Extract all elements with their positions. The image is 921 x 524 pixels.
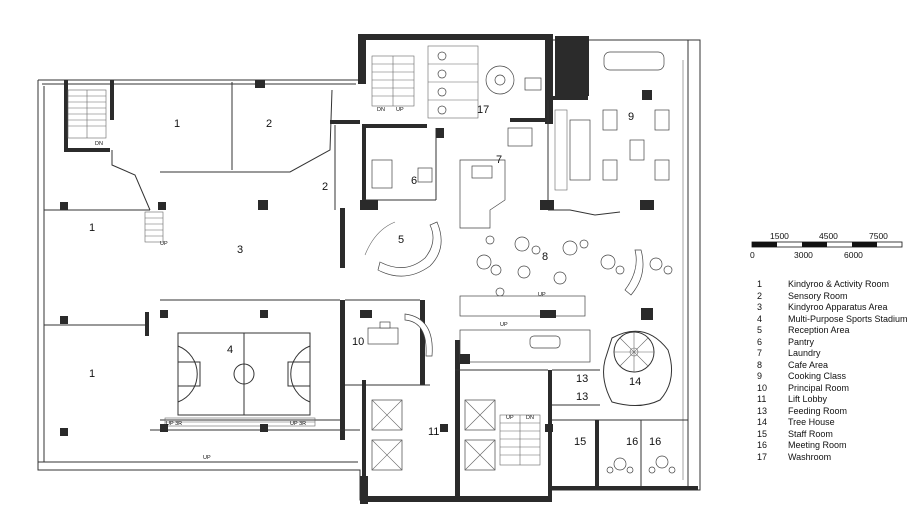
svg-text:UP: UP xyxy=(160,241,168,247)
room-label-13: 13 xyxy=(576,391,588,403)
cooking-class-furniture xyxy=(554,51,670,191)
legend-room-name: Cafe Area xyxy=(788,359,829,370)
svg-text:DN: DN xyxy=(377,107,385,113)
legend-room-name: Pantry xyxy=(788,336,815,347)
legend-number: 13 xyxy=(757,405,768,416)
svg-text:DN: DN xyxy=(95,141,103,147)
legend-number: 9 xyxy=(757,371,763,381)
legend-number: 3 xyxy=(757,302,763,312)
room-label-10: 10 xyxy=(352,336,364,348)
legend-room-name: Meeting Room xyxy=(788,440,847,450)
legend-number: 5 xyxy=(757,325,763,335)
legend-room-name: Cooking Class xyxy=(788,371,847,381)
legend-number: 14 xyxy=(757,417,768,427)
room-label-2: 2 xyxy=(266,118,272,130)
scale-tick-label: 4500 xyxy=(819,231,838,241)
scale-tick-label: 6000 xyxy=(844,250,863,260)
legend-room-name: Kindyroo Apparatus Area xyxy=(788,302,888,312)
room-label-9: 9 xyxy=(628,111,634,123)
legend-number: 6 xyxy=(757,336,763,347)
legend-number: 2 xyxy=(757,290,763,301)
svg-text:UP 3R: UP 3R xyxy=(290,421,306,427)
scale-tick-label: 1500 xyxy=(770,231,789,241)
room-label-16: 16 xyxy=(626,436,638,448)
room-label-1: 1 xyxy=(89,368,95,380)
legend-number: 4 xyxy=(757,313,763,324)
room-label-5: 5 xyxy=(398,234,404,246)
meeting-room-furniture xyxy=(606,455,676,474)
principal-room-furniture xyxy=(367,313,433,357)
reception-desk xyxy=(364,221,442,277)
svg-text:UP: UP xyxy=(506,415,514,421)
legend-room-name: Sensory Room xyxy=(788,290,848,301)
cafe-counter xyxy=(459,295,591,363)
room-label-11: 11 xyxy=(428,426,439,438)
sports-court xyxy=(177,332,311,416)
room-label-14: 14 xyxy=(629,376,641,388)
legend-room-name: Laundry xyxy=(788,348,821,358)
svg-text:UP: UP xyxy=(500,322,508,328)
building-walls xyxy=(37,34,701,504)
legend-number: 17 xyxy=(757,451,768,462)
room-label-16: 16 xyxy=(649,436,661,448)
legend-room-name: Tree House xyxy=(788,417,835,427)
room-label-15: 15 xyxy=(574,436,586,448)
room-label-8: 8 xyxy=(542,251,548,263)
room-number-labels: 1 2 2 1 3 1 4 5 6 7 8 9 10 11 13 13 14 1… xyxy=(89,104,661,448)
scale-tick-label: 7500 xyxy=(869,231,888,241)
svg-text:UP: UP xyxy=(538,292,546,298)
svg-text:UP: UP xyxy=(203,455,211,461)
legend-number: 10 xyxy=(757,382,768,393)
laundry-fixtures xyxy=(459,127,533,229)
washroom-fixtures xyxy=(427,45,542,119)
room-label-7: 7 xyxy=(496,154,502,166)
legend-number: 1 xyxy=(757,279,763,289)
legend-room-name: Principal Room xyxy=(788,382,850,393)
room-label-3: 3 xyxy=(237,244,243,256)
room-label-4: 4 xyxy=(227,344,233,356)
stairs xyxy=(67,55,541,466)
scale-tick-label: 0 xyxy=(750,250,755,260)
room-label-1: 1 xyxy=(174,118,180,130)
legend-room-name: Lift Lobby xyxy=(788,394,828,404)
legend-room-name: Washroom xyxy=(788,451,832,462)
pantry-furniture xyxy=(371,159,433,189)
room-label-17: 17 xyxy=(477,104,489,116)
svg-text:DN: DN xyxy=(526,415,534,421)
room-label-13: 13 xyxy=(576,373,588,385)
scale-bar: 1500 4500 7500 0 3000 6000 xyxy=(750,231,903,260)
tree-house xyxy=(603,308,673,406)
legend-room-name: Kindyroo & Activity Room xyxy=(788,279,890,289)
room-label-6: 6 xyxy=(411,175,417,187)
legend-number: 7 xyxy=(757,348,763,358)
legend-number: 8 xyxy=(757,359,763,370)
svg-text:UP 3R: UP 3R xyxy=(166,421,182,427)
lifts xyxy=(371,399,496,471)
structural-columns xyxy=(60,80,654,436)
legend-room-name: Feeding Room xyxy=(788,405,848,416)
room-label-1: 1 xyxy=(89,222,95,234)
svg-text:UP: UP xyxy=(396,107,404,113)
scale-tick-label: 3000 xyxy=(794,250,813,260)
cafe-tables xyxy=(476,235,673,297)
legend-number: 11 xyxy=(757,394,767,404)
legend-room-name: Staff Room xyxy=(788,428,833,439)
legend-room-name: Multi-Purpose Sports Stadium xyxy=(788,313,908,324)
stair-labels: DN DN UP UP UP UP UP 3R UP 3R UP DN UP xyxy=(95,107,546,461)
interior-walls xyxy=(44,36,688,500)
legend-number: 16 xyxy=(757,440,768,450)
legend-room-name: Reception Area xyxy=(788,325,850,335)
legend-number: 15 xyxy=(757,428,768,439)
room-label-2: 2 xyxy=(322,181,328,193)
